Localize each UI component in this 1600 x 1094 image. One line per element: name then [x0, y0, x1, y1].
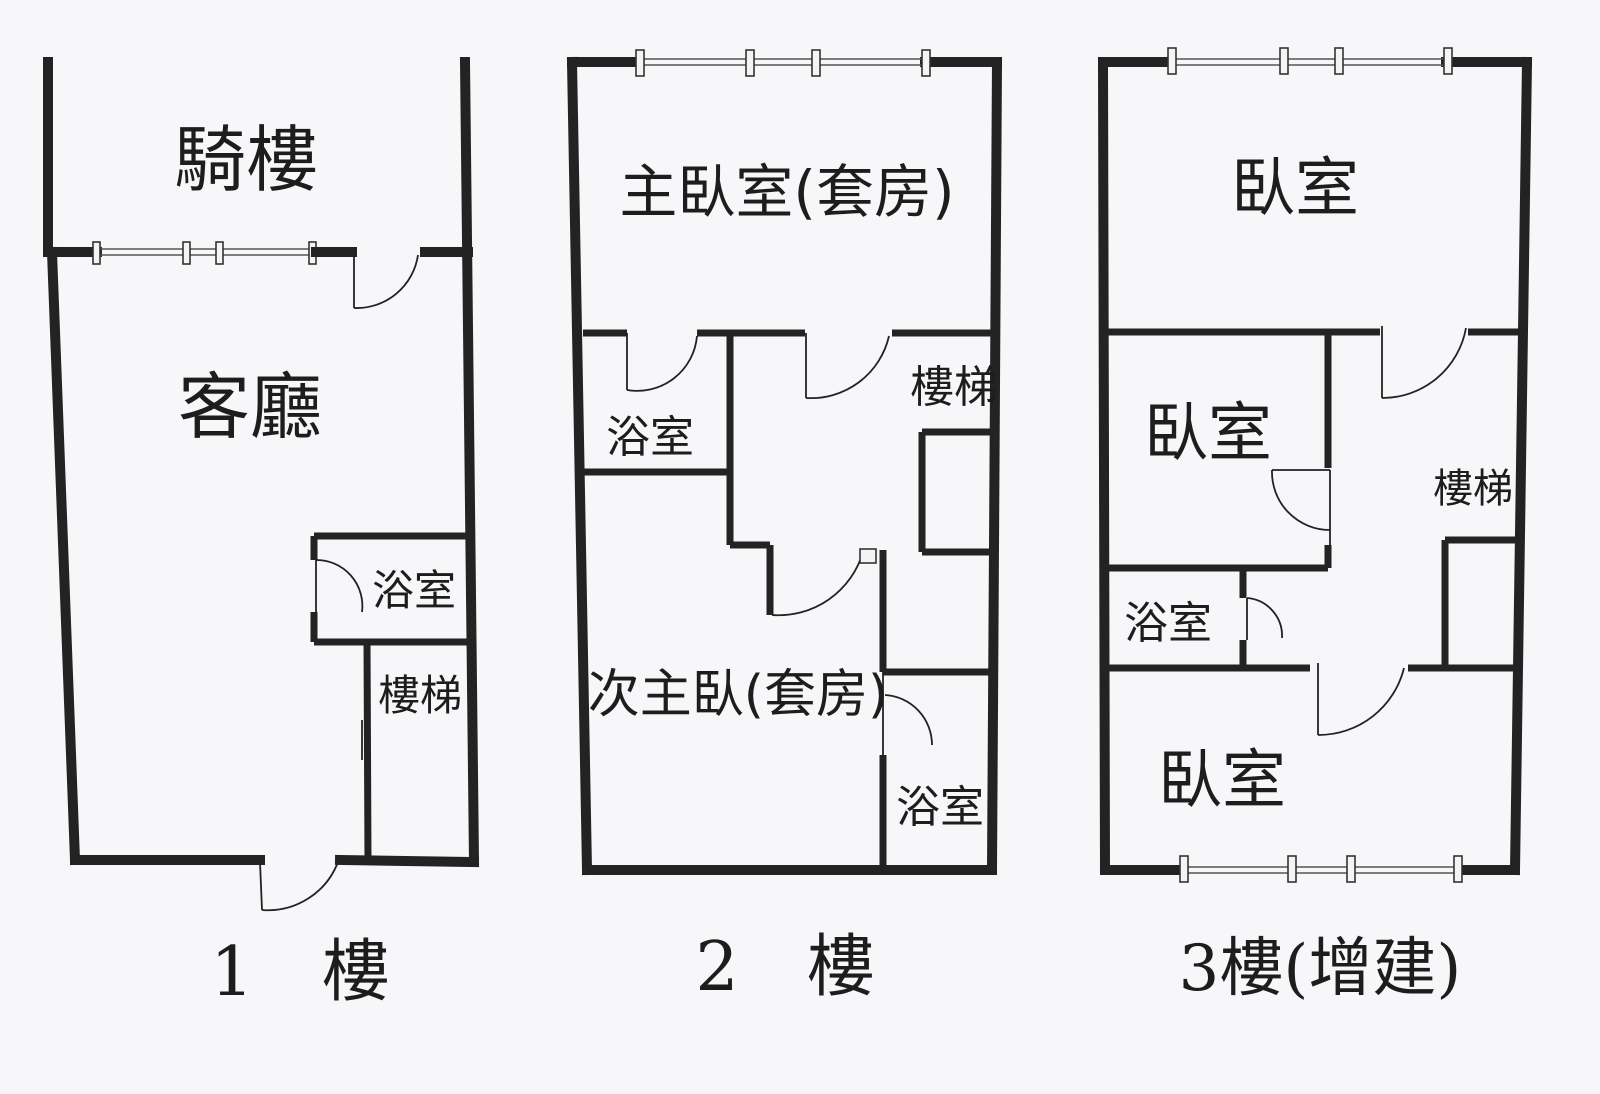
floor-3-plan: 臥室 臥室 樓梯 浴室 臥室 3樓(增建) — [1097, 47, 1533, 1006]
floor-3-caption: 3樓(增建) — [1179, 932, 1462, 1006]
room-label-second-master-suite: 次主臥(套房) — [588, 665, 889, 725]
room-label-master-suite: 主臥室(套房) — [619, 158, 954, 226]
floor-1-plan: 騎樓 客廳 浴室 樓梯 1 樓 — [43, 56, 480, 1012]
room-label-bathroom-a: 浴室 — [606, 412, 694, 463]
room-label-bathroom: 浴室 — [1124, 598, 1212, 649]
room-label-bathroom: 浴室 — [372, 566, 456, 615]
floor-2-plan: 主臥室(套房) 浴室 樓梯 次主臥(套房) 浴室 2 樓 — [566, 49, 1003, 1007]
room-label-bathroom-b: 浴室 — [896, 782, 984, 833]
room-label-bedroom-bottom: 臥室 — [1158, 744, 1286, 818]
room-label-stairs: 樓梯 — [1433, 466, 1513, 512]
room-label-stairs: 樓梯 — [910, 362, 998, 413]
floor-2-caption: 2 樓 — [695, 928, 874, 1007]
room-label-stairs: 樓梯 — [378, 671, 462, 720]
floor-1-caption: 1 樓 — [210, 933, 389, 1012]
room-label-bedroom-middle: 臥室 — [1144, 397, 1272, 471]
room-label-living-room: 客廳 — [178, 365, 322, 449]
room-label-bedroom-top: 臥室 — [1231, 152, 1359, 226]
room-label-arcade: 騎樓 — [174, 118, 318, 202]
